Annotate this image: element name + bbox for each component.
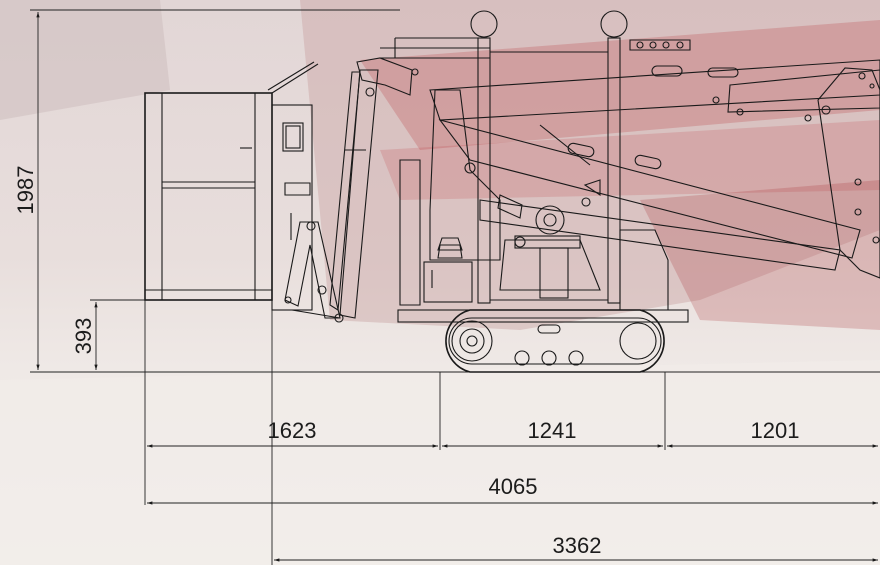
crawler-track	[445, 309, 665, 373]
dim-track-length: 1241	[528, 418, 577, 443]
dim-front-overhang: 1623	[268, 418, 317, 443]
dim-transport-length: 3362	[553, 533, 602, 558]
dim-overall-length: 4065	[489, 474, 538, 499]
dimension-labels: 1987 393 1623 1241 1201 4065 3362	[13, 166, 799, 558]
handle-knob-right	[600, 10, 628, 38]
dimension-lines	[30, 9, 878, 565]
rear-bracket	[817, 67, 880, 279]
dim-basket-floor-height: 393	[71, 318, 96, 355]
turret	[423, 89, 601, 303]
guard-frame	[470, 10, 691, 304]
upper-boom	[329, 37, 490, 319]
machine-drawing	[144, 10, 880, 373]
dim-height-total: 1987	[13, 166, 38, 215]
jib-arm	[284, 221, 344, 323]
dim-rear-overhang: 1201	[751, 418, 800, 443]
main-boom	[429, 59, 880, 271]
handle-knob-left	[470, 10, 498, 38]
